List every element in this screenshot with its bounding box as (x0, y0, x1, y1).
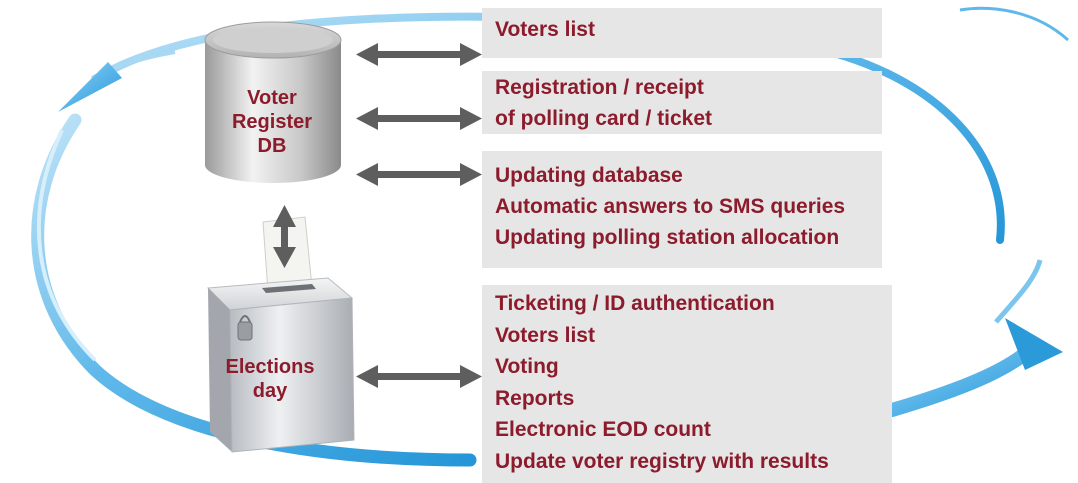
ballot-box-label-line: day (252, 380, 288, 402)
ballot-box-icon (206, 216, 355, 453)
panel-line: Voters list (495, 18, 595, 41)
panel-line: Ticketing / ID authentication (495, 292, 775, 315)
panel-elections-day: Ticketing / ID authentication Voters lis… (482, 285, 892, 483)
panel-line: Updating database (495, 164, 683, 187)
panel-line: Registration / receipt (495, 76, 704, 99)
panel-line: Automatic answers to SMS queries (495, 195, 846, 218)
database-label-line: DB (257, 135, 287, 157)
ballot-box-label: Elections day (210, 355, 330, 403)
connector-arrow-db-to-ballot-box (273, 205, 296, 268)
panel-line: Reports (495, 386, 575, 410)
cycle-arrow-right (885, 6, 1070, 417)
database-label-line: Voter (247, 87, 297, 109)
database-label: Voter Register DB (212, 86, 332, 158)
connector-arrows (273, 43, 482, 388)
panel-voters-list: Voters list (482, 8, 882, 58)
panel-updating-database: Updating database Automatic answers to S… (482, 151, 882, 268)
cycle-arrow-left (31, 113, 477, 467)
panel-line: Voting (495, 355, 559, 378)
panel-registration: Registration / receipt of polling card /… (482, 71, 882, 134)
connector-arrow-elections-day (356, 365, 482, 388)
panel-line: Electronic EOD count (495, 418, 711, 441)
connector-arrow-updating-database (356, 163, 482, 186)
panel-line: Update voter registry with results (495, 449, 829, 473)
panel-line: Updating polling station allocation (495, 226, 840, 249)
connector-arrow-voters-list (356, 43, 482, 66)
ballot-box-label-line: Elections (225, 356, 315, 378)
database-label-line: Register (231, 111, 313, 133)
panel-line: Voters list (495, 323, 595, 347)
database-cylinder-icon (204, 21, 342, 183)
panel-line: of polling card / ticket (495, 107, 713, 130)
connector-arrow-registration (356, 107, 482, 130)
